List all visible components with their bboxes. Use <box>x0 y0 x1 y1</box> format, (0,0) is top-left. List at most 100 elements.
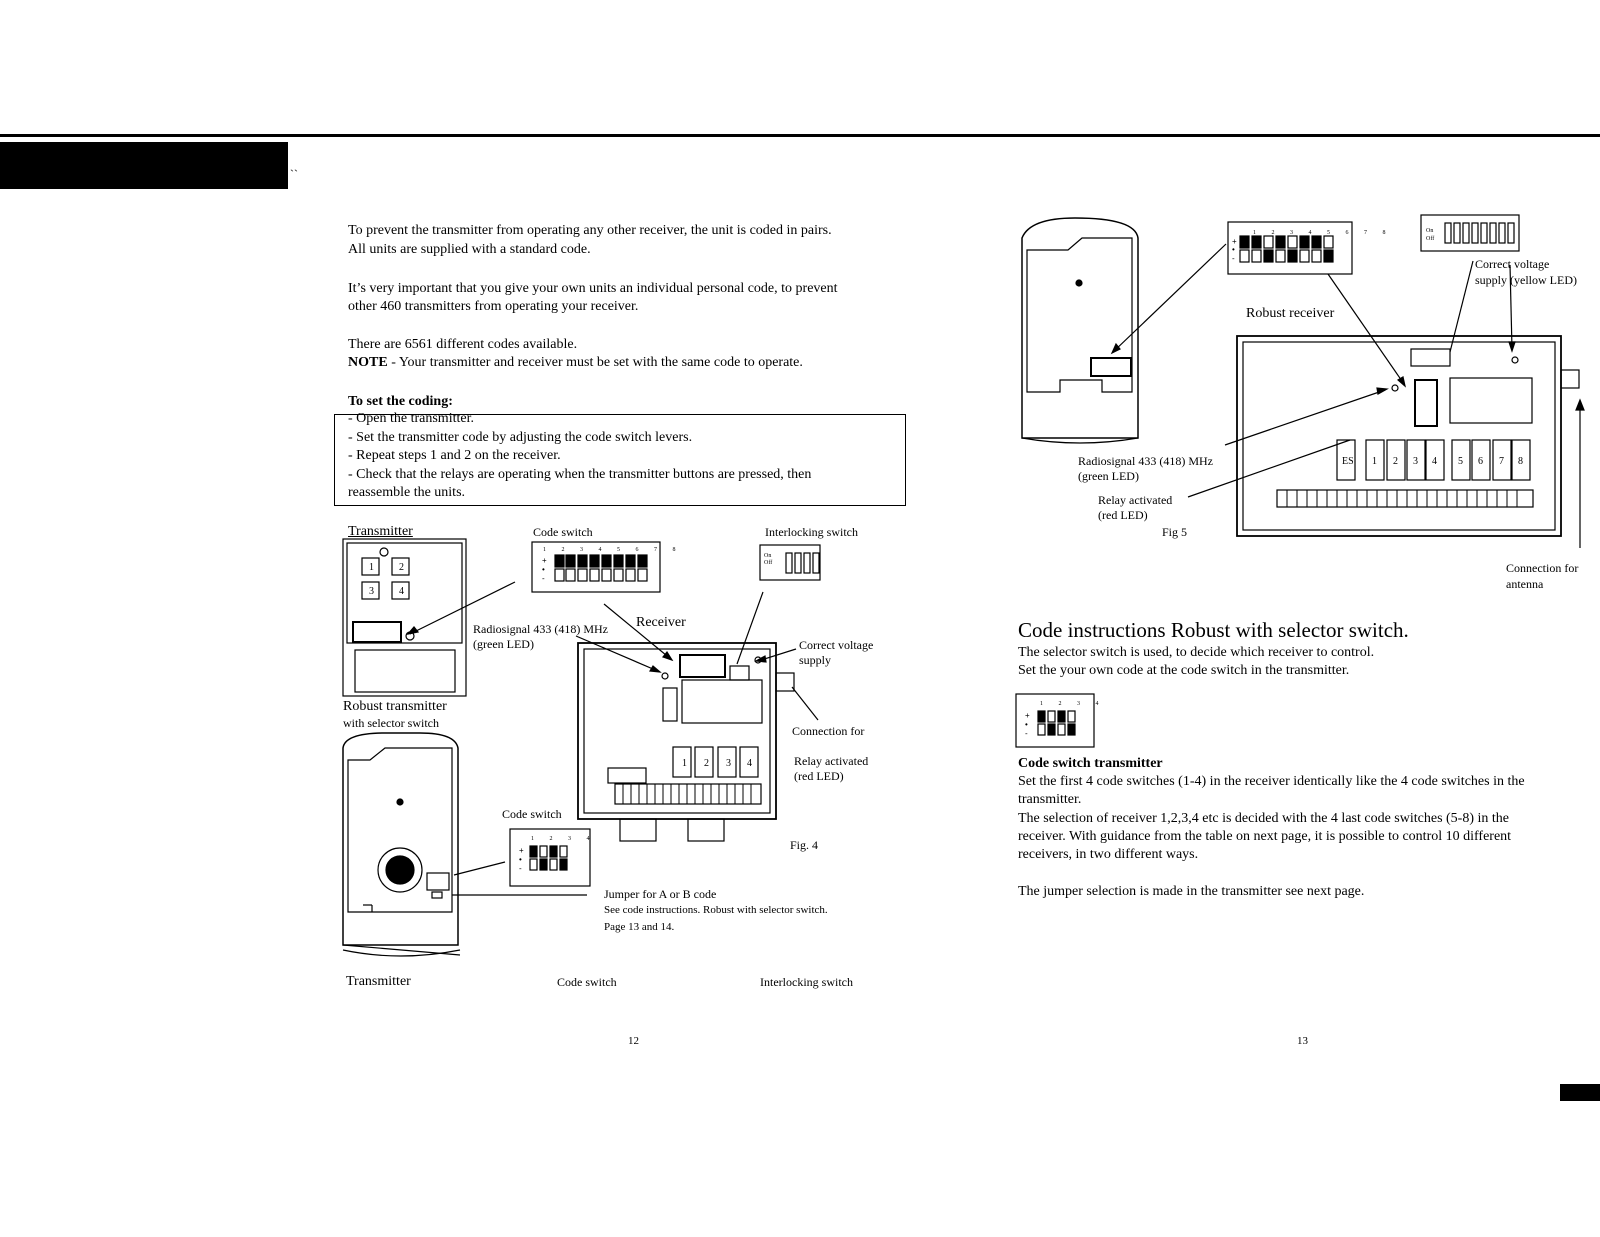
code-switch-label-top: Code switch <box>533 525 593 539</box>
transmitter-label-bottom: Transmitter <box>346 974 411 989</box>
codes-available: There are 6561 different codes available… <box>348 337 578 352</box>
code-switch-label-mid: Code switch <box>502 807 562 821</box>
code-switch-numbers: 1 2 3 4 5 6 7 8 <box>543 547 683 553</box>
right-relay-4: 4 <box>1432 456 1437 467</box>
para-2c: receivers, in two different ways. <box>1018 847 1199 862</box>
right-antenna: antenna <box>1506 577 1544 591</box>
svg-text:+: + <box>542 556 547 565</box>
receiver-case-right <box>1236 335 1562 537</box>
svg-text:-: - <box>542 574 545 583</box>
step-1: - Open the transmitter. <box>348 411 474 426</box>
interlock-on-label: On <box>764 553 772 559</box>
right-correct-voltage: Correct voltage <box>1475 257 1550 271</box>
step-5: reassemble the units. <box>348 485 466 500</box>
note-line: NOTE - Your transmitter and receiver mus… <box>348 354 803 372</box>
correct-voltage-label: Correct voltage <box>799 638 874 652</box>
svg-text:•: • <box>1025 720 1028 729</box>
right-green-led: (green LED) <box>1078 469 1139 483</box>
mid-switch-numbers: 1 2 3 4 <box>531 836 597 842</box>
note-label: NOTE <box>348 355 388 370</box>
right-relay-7: 7 <box>1499 456 1504 467</box>
robust-transmitter-label: Robust transmitter <box>343 699 447 714</box>
right-relay-1: 1 <box>1372 456 1377 467</box>
intro-line-2: All units are supplied with a standard c… <box>348 242 591 257</box>
right-connection-for: Connection for <box>1506 561 1579 575</box>
note-text: - Your transmitter and receiver must be … <box>387 355 803 370</box>
svg-text:-: - <box>1025 729 1028 738</box>
right-relay-2: 2 <box>1393 456 1398 467</box>
para-2b: receiver. With guidance from the table o… <box>1018 829 1512 844</box>
right-on-label: On <box>1426 228 1434 234</box>
code-switch-levers-top <box>554 554 648 582</box>
para-1a: Set the first 4 code switches (1-4) in t… <box>1018 774 1525 789</box>
code-switch-transmitter-title: Code switch transmitter <box>1018 756 1163 771</box>
right-radiosignal: Radiosignal 433 (418) MHz <box>1078 454 1213 468</box>
right-relay-8: 8 <box>1518 456 1523 467</box>
important-line-1: It’s very important that you give your o… <box>348 281 838 296</box>
right-small-switch-numbers: 1 2 3 4 <box>1040 701 1106 707</box>
svg-text:•: • <box>519 855 522 864</box>
svg-text:+: + <box>519 846 524 855</box>
svg-text:+: + <box>1025 711 1030 720</box>
header-black-block <box>0 142 288 189</box>
right-relay-es: ES <box>1342 456 1354 467</box>
transmitter-label-top: Transmitter <box>348 524 413 539</box>
see-instructions-label: See code instructions. Robust with selec… <box>604 904 828 916</box>
para-1b: transmitter. <box>1018 792 1082 807</box>
svg-text:-: - <box>1232 254 1235 263</box>
with-selector-label: with selector switch <box>343 716 439 730</box>
step-2: - Set the transmitter code by adjusting … <box>348 430 693 445</box>
coding-title: To set the coding: <box>348 394 453 409</box>
code-instructions-heading: Code instructions Robust with selector s… <box>1018 618 1409 642</box>
interlocking-label-bottom: Interlocking switch <box>760 975 853 989</box>
svg-text:•: • <box>1232 245 1235 254</box>
page-number-left: 12 <box>628 1035 639 1047</box>
coding-steps-box <box>334 414 906 506</box>
right-relay-5: 5 <box>1458 456 1463 467</box>
corner-black-block <box>1560 1084 1600 1101</box>
right-red-led: (red LED) <box>1098 508 1148 522</box>
important-line-2: other 460 transmitters from operating yo… <box>348 299 639 314</box>
robust-receiver-housing <box>1021 217 1139 439</box>
receiver-label: Receiver <box>636 615 686 630</box>
relay-3: 3 <box>726 758 731 769</box>
selector-line-1: The selector switch is used, to decide w… <box>1018 645 1375 660</box>
fig5-label: Fig 5 <box>1162 525 1188 539</box>
interlock-off-label: Off <box>764 560 773 566</box>
svg-text:•: • <box>542 565 545 574</box>
button-3: 3 <box>369 586 374 597</box>
page-number-right: 13 <box>1297 1035 1308 1047</box>
relay-1: 1 <box>682 758 687 769</box>
button-2: 2 <box>399 562 404 573</box>
transmitter-case-inner <box>346 542 463 644</box>
top-rule <box>0 134 1600 137</box>
robust-receiver-label: Robust receiver <box>1246 306 1335 321</box>
step-3: - Repeat steps 1 and 2 on the receiver. <box>348 448 561 463</box>
svg-text:-: - <box>519 864 522 873</box>
right-relay-activated: Relay activated <box>1098 493 1173 507</box>
header-marks: ˎˏ <box>290 158 298 172</box>
para-2a: The selection of receiver 1,2,3,4 etc is… <box>1018 811 1509 826</box>
svg-text:+: + <box>1232 237 1237 246</box>
relay-2: 2 <box>704 758 709 769</box>
right-relay-3: 3 <box>1413 456 1418 467</box>
button-1: 1 <box>369 562 374 573</box>
green-led-label: (green LED) <box>473 637 534 651</box>
pages-label: Page 13 and 14. <box>604 921 675 933</box>
intro-line-1: To prevent the transmitter from operatin… <box>348 223 832 238</box>
right-relay-6: 6 <box>1478 456 1483 467</box>
connection-for-label: Connection for <box>792 724 865 738</box>
relay-activated-label: Relay activated <box>794 754 869 768</box>
receiver-case-left <box>577 642 777 820</box>
selector-line-2: Set the your own code at the code switch… <box>1018 663 1350 678</box>
code-switch-label-bottom: Code switch <box>557 975 617 989</box>
relay-4: 4 <box>747 758 752 769</box>
radiosignal-label: Radiosignal 433 (418) MHz <box>473 622 608 636</box>
jumper-note: The jumper selection is made in the tran… <box>1018 884 1365 899</box>
jumper-label: Jumper for A or B code <box>604 887 717 901</box>
right-supply-yellow: supply (yellow LED) <box>1475 273 1577 287</box>
button-4: 4 <box>399 586 404 597</box>
right-switch-numbers: 1 2 3 4 5 6 7 8 <box>1253 230 1393 236</box>
fig4-label: Fig. 4 <box>790 838 819 852</box>
right-off-label: Off <box>1426 236 1435 242</box>
